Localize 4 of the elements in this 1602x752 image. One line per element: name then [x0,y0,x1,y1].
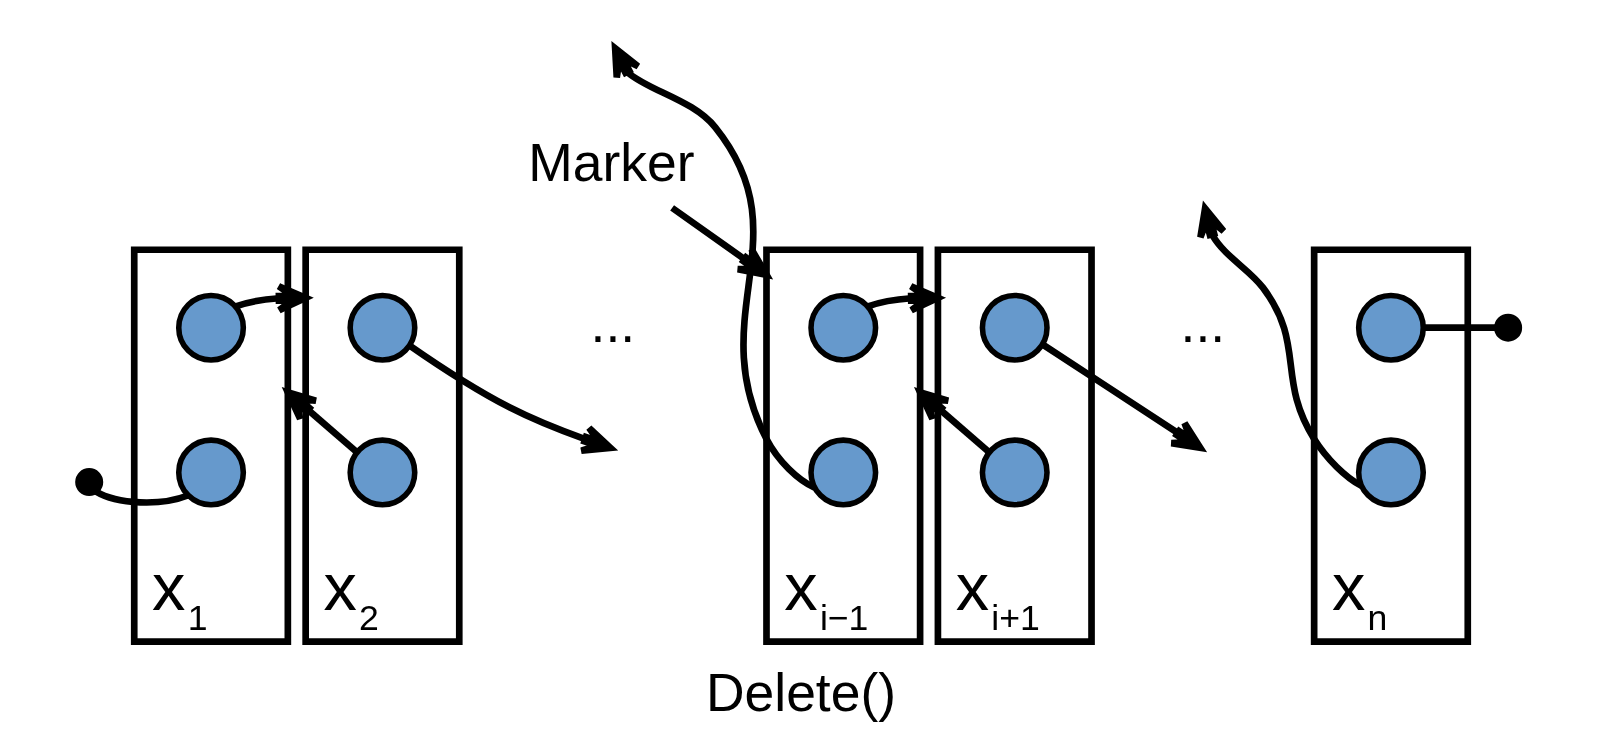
caption: Delete() [705,662,897,722]
label: ... [1180,292,1226,352]
label: ... [590,292,636,352]
node-text: Marker [528,132,695,192]
